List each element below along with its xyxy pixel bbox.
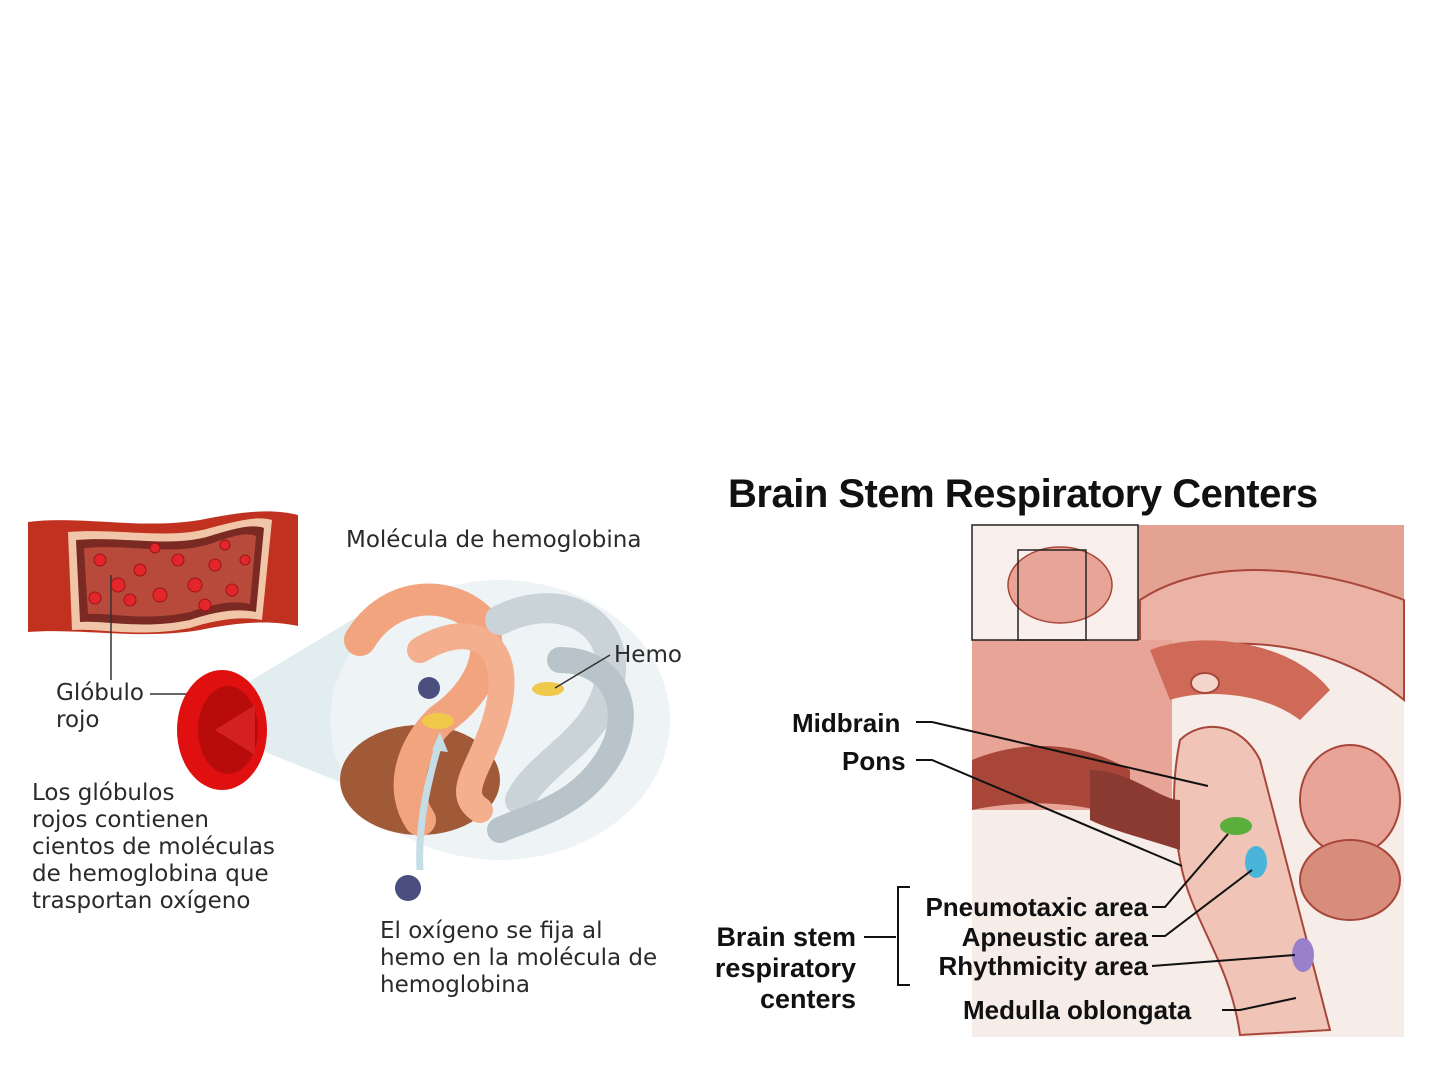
group-label-line: centers bbox=[759, 984, 856, 1014]
oxygen-molecule bbox=[395, 875, 421, 901]
caption-line: rojos contienen bbox=[32, 807, 209, 833]
pneumotaxic-area-label: Pneumotaxic area bbox=[925, 892, 1148, 922]
globulo-rojo-label: Glóbulo rojo bbox=[56, 680, 144, 734]
caption-line: hemo en la molécula de bbox=[380, 945, 658, 971]
heme-group bbox=[532, 682, 564, 696]
hemoglobin-illustration bbox=[28, 511, 670, 901]
label-line: Glóbulo bbox=[56, 680, 144, 706]
o2-caption: El oxígeno se fija al hemo en la molécul… bbox=[380, 918, 657, 999]
rhythmicity-area-label: Rhythmicity area bbox=[938, 951, 1148, 981]
oxygen-molecule bbox=[418, 677, 440, 699]
apneustic-area-label: Apneustic area bbox=[961, 921, 1148, 952]
red-blood-cell bbox=[177, 670, 267, 790]
blood-vessel bbox=[28, 511, 298, 635]
brainstem-title: Brain Stem Respiratory Centers bbox=[728, 472, 1318, 516]
rhythmicity-area-marker bbox=[1292, 938, 1314, 972]
caption-line: hemoglobina bbox=[380, 972, 530, 998]
group-label-line: respiratory bbox=[714, 953, 856, 983]
caption-line: cientos de moléculas bbox=[32, 834, 275, 860]
caption-line: El oxígeno se fija al bbox=[380, 918, 603, 944]
vessel-red-cells bbox=[88, 539, 251, 612]
midbrain-label: Midbrain bbox=[792, 708, 901, 738]
pneumotaxic-area-marker bbox=[1220, 817, 1252, 835]
heme-group bbox=[422, 713, 454, 729]
heme-label: Hemo bbox=[614, 642, 682, 668]
brain-inset bbox=[971, 524, 1139, 641]
brainstem-group-label: Brain stem respiratory centers bbox=[690, 922, 856, 1015]
caption-line: trasportan oxígeno bbox=[32, 888, 251, 914]
caption-line: Los glóbulos bbox=[32, 780, 175, 806]
molecule-title: Molécula de hemoglobina bbox=[346, 527, 642, 553]
label-line: rojo bbox=[56, 707, 100, 733]
medulla-oblongata-label: Medulla oblongata bbox=[963, 995, 1192, 1025]
apneustic-area-marker bbox=[1245, 846, 1267, 878]
pons-label: Pons bbox=[842, 746, 906, 776]
group-label-line: Brain stem bbox=[716, 922, 856, 952]
hemoglobin-molecule bbox=[330, 580, 670, 901]
caption-line: de hemoglobina que bbox=[32, 861, 269, 887]
respiratory-areas-list: Pneumotaxic area Apneustic area Rhythmic… bbox=[900, 892, 1148, 982]
cerebellum bbox=[1299, 744, 1401, 856]
rbc-caption: Los glóbulos rojos contienen cientos de … bbox=[32, 780, 275, 915]
